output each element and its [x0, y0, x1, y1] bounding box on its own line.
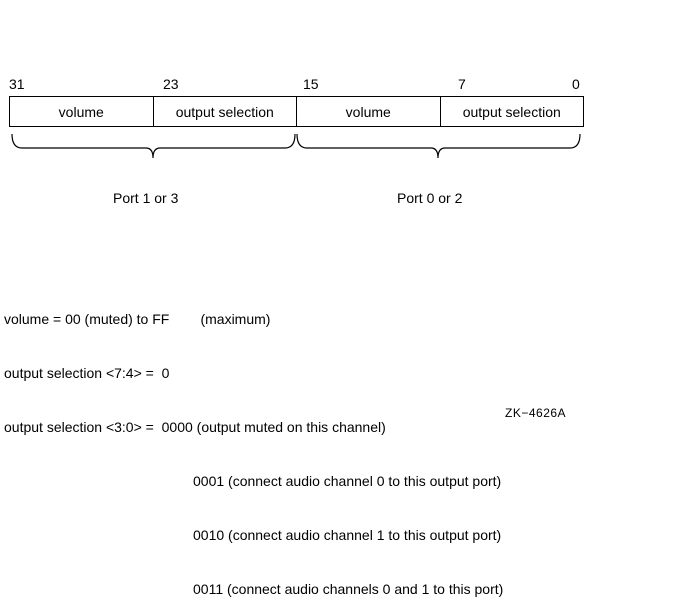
brace-upper — [11, 133, 296, 159]
field-volume-upper: volume — [10, 97, 154, 126]
bit-label-23: 23 — [163, 76, 179, 92]
figure-id: ZK−4626A — [505, 406, 567, 420]
legend-output-selection-low: output selection <3:0> = 0000 (output mu… — [4, 419, 386, 435]
legend: volume = 00 (muted) to FF (maximum) outp… — [4, 274, 503, 616]
bit-label-7: 7 — [458, 76, 466, 92]
field-output-selection-lower: output selection — [462, 103, 561, 120]
register-diagram: volume output selection volume output se… — [9, 96, 584, 127]
brace-lower — [296, 133, 581, 159]
field-output-selection-upper: output selection — [154, 97, 297, 126]
port-label-upper: Port 1 or 3 — [113, 190, 179, 206]
legend-output-selection-high: output selection <7:4> = 0 — [4, 365, 170, 381]
port-label-lower: Port 0 or 2 — [397, 190, 463, 206]
legend-option-0011: 0011 (connect audio channels 0 and 1 to … — [193, 581, 504, 597]
field-volume-lower: volume — [297, 97, 441, 126]
bit-label-15: 15 — [303, 76, 319, 92]
bit-label-31: 31 — [9, 76, 25, 92]
bit-label-0: 0 — [572, 76, 580, 92]
legend-volume: volume = 00 (muted) to FF (maximum) — [4, 311, 271, 327]
legend-option-0010: 0010 (connect audio channel 1 to this ou… — [193, 527, 502, 543]
legend-option-0001: 0001 (connect audio channel 0 to this ou… — [193, 473, 502, 489]
port-braces — [11, 133, 581, 159]
